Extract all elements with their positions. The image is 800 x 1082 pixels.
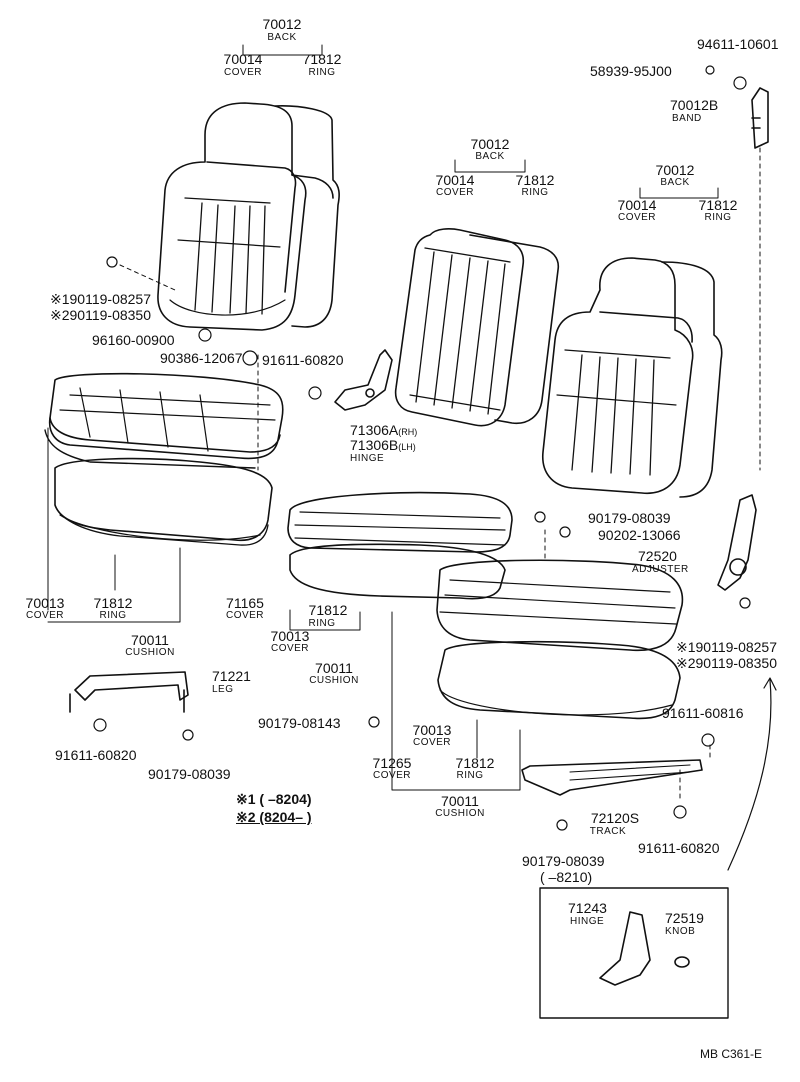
cover-part-number: 71165 [226, 595, 264, 611]
hinge-name: HINGE [570, 916, 605, 927]
knob-inset-box [539, 887, 729, 1019]
nut-part-number: 90179-08143 [258, 715, 341, 731]
knob-name: KNOB [665, 926, 696, 937]
cover-name: COVER [412, 737, 452, 748]
track-name: TRACK [589, 826, 627, 837]
ring-part-number: 71812 [698, 197, 738, 213]
ring-name: RING [308, 618, 336, 629]
cushion-name: CUSHION [435, 808, 485, 819]
ring-name: RING [99, 610, 127, 621]
leg-name: LEG [212, 684, 234, 695]
adjuster-name: ADJUSTER [632, 564, 689, 575]
seat-back-right [542, 257, 723, 498]
band-name: BAND [672, 113, 702, 124]
clip-part-number: 90386-12067 [160, 350, 243, 366]
ring-part-number: 71812 [302, 51, 342, 67]
ring-part-number: 71812 [93, 595, 133, 611]
hinge-part-number: 71306B(LH) [350, 437, 416, 453]
ring-part-number: 71812 [308, 602, 348, 618]
seat-back-middle [394, 228, 560, 427]
cover-part-number: 70014 [223, 51, 263, 67]
seat-cushion-middle [287, 491, 513, 600]
nut-part-number: 90179-08039 [522, 853, 605, 869]
nut-part-number: 96160-00900 [92, 332, 175, 348]
band-bracket [751, 87, 769, 149]
ring-name: RING [521, 187, 549, 198]
seat-adjuster [717, 494, 757, 591]
bolt-part-number: 91611-60820 [262, 352, 344, 368]
back-name: BACK [267, 32, 297, 43]
cover-name: COVER [223, 67, 263, 78]
direction-arrow [727, 677, 777, 871]
ring-part-number: 71812 [515, 172, 555, 188]
cover-name: COVER [25, 610, 65, 621]
cushion-name: CUSHION [309, 675, 359, 686]
hinge-part-number: 71243 [568, 900, 607, 916]
back-part-number: 70012 [655, 162, 695, 178]
leader-solid [47, 44, 719, 791]
clip-part-number: 90202-13066 [598, 527, 681, 543]
cover-name: COVER [270, 643, 310, 654]
bolt-part-number: ※190119-08257 [50, 291, 152, 307]
reference-code: MB C361-E [700, 1047, 763, 1061]
ring-part-number: 71812 [455, 755, 495, 771]
bolt-part-number: 91611-60820 [55, 747, 137, 763]
hinge-part-number: 71306A(RH) [350, 422, 418, 438]
ring-name: RING [308, 67, 336, 78]
cushion-part-number: 70011 [315, 660, 353, 676]
footnote-1: ※1 ( –8204) [236, 791, 312, 807]
back-name: BACK [475, 151, 505, 162]
back-part-number: 70012 [470, 136, 510, 152]
cover-name: COVER [225, 610, 265, 621]
seat-cushion-right [436, 559, 684, 720]
bolt-part-number: ※290119-08350 [50, 307, 152, 323]
adjuster-part-number: 72520 [638, 548, 677, 564]
cover-part-number: 71265 [372, 755, 412, 771]
ring-name: RING [704, 212, 732, 223]
leader-lines [119, 147, 761, 801]
cushion-name: CUSHION [125, 647, 175, 658]
nut-part-number: 90179-08039 [588, 510, 671, 526]
seat-cushion-left [44, 372, 284, 546]
back-name: BACK [660, 177, 690, 188]
footnote-2: ※2 (8204– ) [236, 809, 312, 825]
nut-part-number: 90179-08039 [148, 766, 231, 782]
leg-part-number: 71221 [212, 668, 251, 684]
bolt-part-number: 91611-60820 [638, 840, 720, 856]
cover-name: COVER [372, 770, 412, 781]
cushion-part-number: 70011 [441, 793, 479, 809]
part-number-94611: 94611-10601 [697, 36, 779, 52]
bolt-part-number: ※190119-08257 [676, 639, 778, 655]
cover-part-number: 70014 [617, 197, 657, 213]
bolt-part-number: ※290119-08350 [676, 655, 778, 671]
knob-part-number: 72519 [665, 910, 704, 926]
cover-part-number: 70013 [270, 628, 310, 644]
leg-bracket [69, 671, 189, 713]
range-note: ( –8210) [540, 869, 593, 885]
cover-name: COVER [435, 187, 475, 198]
back-part-number: 70012 [262, 16, 302, 32]
cover-name: COVER [617, 212, 657, 223]
cover-part-number: 70014 [435, 172, 475, 188]
seat-back-left [157, 102, 340, 331]
cushion-part-number: 70011 [131, 632, 169, 648]
cover-part-number: 70013 [25, 595, 65, 611]
hinge-bracket [334, 349, 393, 411]
screw-part-number: 58939-95J00 [590, 63, 672, 79]
ring-name: RING [456, 770, 484, 781]
track-part-number: 72120S [590, 810, 640, 826]
band-part-number: 70012B [670, 97, 719, 113]
seat-track [521, 759, 703, 796]
cover-part-number: 70013 [412, 722, 452, 738]
bolt-part-number: 91611-60816 [662, 705, 744, 721]
hinge-name: HINGE [350, 453, 385, 464]
fasteners [93, 65, 751, 831]
